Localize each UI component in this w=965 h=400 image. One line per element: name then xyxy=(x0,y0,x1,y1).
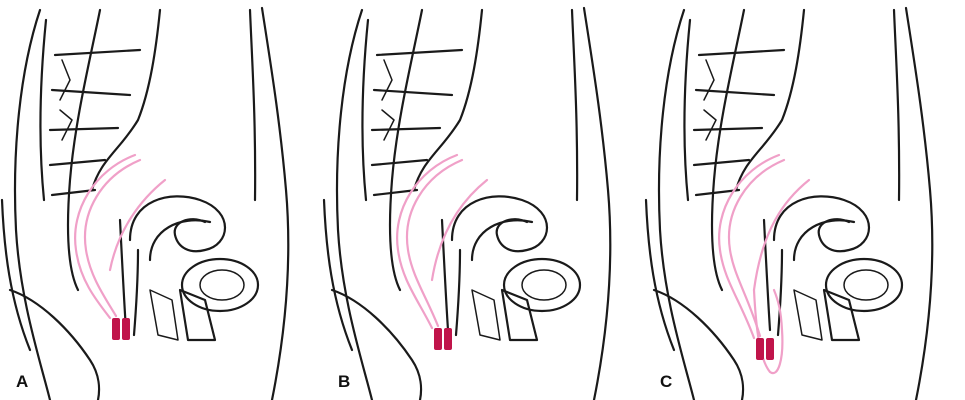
back-contour xyxy=(659,10,694,400)
panel-c-label: C xyxy=(660,373,672,390)
panel-a: A xyxy=(0,0,320,400)
panel-a-label: A xyxy=(16,373,28,390)
sphincter-right xyxy=(444,328,452,350)
bladder-inner xyxy=(844,270,888,300)
back-contour xyxy=(337,10,372,400)
canal-right xyxy=(456,250,460,335)
panel-b-drawing xyxy=(322,0,642,400)
vertebra-rung xyxy=(694,160,749,165)
spine-front xyxy=(92,10,160,190)
sphincter-right xyxy=(122,318,130,340)
pubic-bone-hatch xyxy=(794,290,822,340)
panel-b-anatomy xyxy=(324,8,610,400)
abdomen-inner xyxy=(250,10,255,200)
panel-a-drawing xyxy=(0,0,320,400)
vertebra-rung xyxy=(50,128,118,130)
panel-a-anatomy xyxy=(2,8,288,400)
uterus-inner xyxy=(472,220,532,260)
uterus-inner xyxy=(150,220,210,260)
spine-front xyxy=(414,10,482,190)
panel-c-drawing xyxy=(644,0,964,400)
disc-notches xyxy=(704,60,716,140)
canal-right xyxy=(134,250,138,335)
uterus-inner xyxy=(794,220,854,260)
pelvic-floor-line-posterior xyxy=(719,155,779,338)
pubic-bone-hatch xyxy=(472,290,500,340)
vertebra-rung xyxy=(50,160,105,165)
panel-b: B xyxy=(322,0,642,400)
vertebra-rung xyxy=(377,50,462,55)
vertebra-rung xyxy=(372,128,440,130)
abdomen-contour xyxy=(262,8,288,400)
disc-notches xyxy=(60,60,72,140)
panel-c-anatomy xyxy=(646,8,932,400)
vertebra-rung xyxy=(55,50,140,55)
spine-back xyxy=(40,20,46,200)
bladder-inner xyxy=(522,270,566,300)
bladder xyxy=(182,259,258,311)
vertebra-rung xyxy=(372,160,427,165)
abdomen-inner xyxy=(894,10,899,200)
bladder-inner xyxy=(200,270,244,300)
sphincter-left xyxy=(434,328,442,350)
disc-notches xyxy=(382,60,394,140)
spine-back xyxy=(362,20,368,200)
panel-b-label: B xyxy=(338,373,350,390)
vertebra-rung xyxy=(694,128,762,130)
sphincter-right xyxy=(766,338,774,360)
pubic-bone-hatch xyxy=(150,290,178,340)
back-contour xyxy=(15,10,50,400)
spine-front xyxy=(736,10,804,190)
bladder xyxy=(826,259,902,311)
bladder xyxy=(504,259,580,311)
panel-c: C xyxy=(644,0,964,400)
sphincter-left xyxy=(112,318,120,340)
vertebra-rung xyxy=(699,50,784,55)
sphincter-left xyxy=(756,338,764,360)
abdomen-inner xyxy=(572,10,577,200)
spine-back xyxy=(684,20,690,200)
abdomen-contour xyxy=(906,8,932,400)
abdomen-contour xyxy=(584,8,610,400)
